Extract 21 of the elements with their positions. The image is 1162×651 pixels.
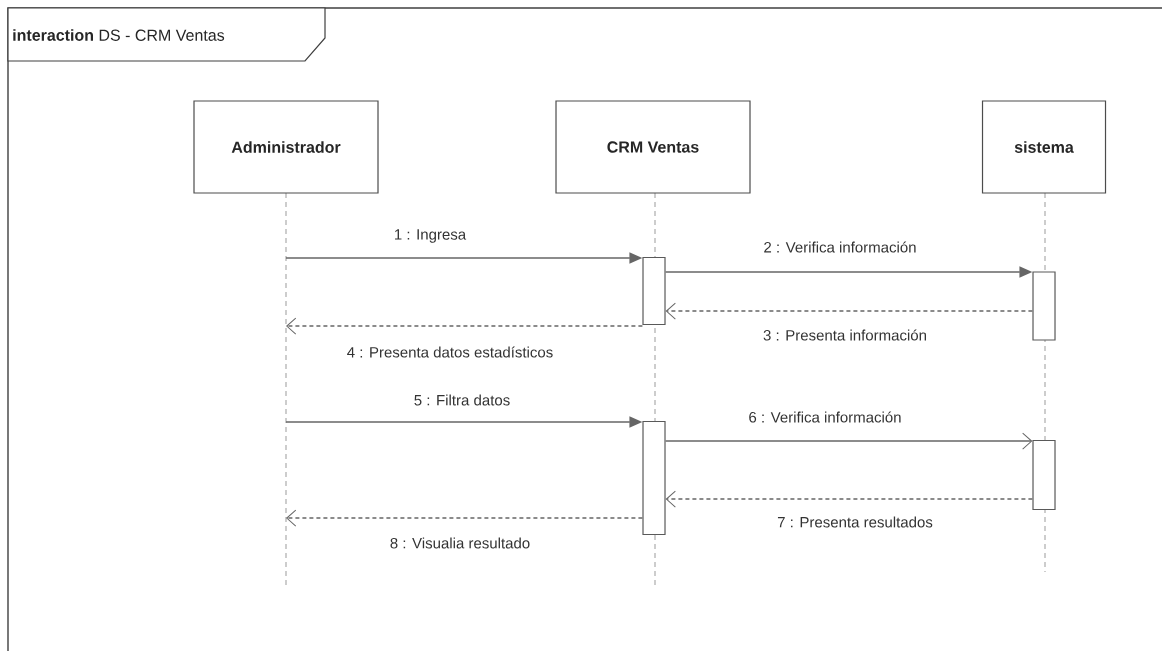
- activation-bar: [642, 420, 666, 536]
- message-label: 3 : Presenta información: [762, 328, 928, 342]
- frame-title: interaction DS - CRM Ventas: [13, 29, 225, 41]
- participant-box: CRM Ventas: [555, 100, 751, 194]
- message-arrow: [664, 432, 1033, 450]
- activation-bar: [642, 256, 666, 326]
- participant-box: sistema: [981, 100, 1107, 194]
- message-arrow: [286, 509, 644, 527]
- message-arrow: [286, 317, 644, 335]
- message-arrow: [665, 302, 1034, 320]
- activation-bar: [1032, 439, 1056, 511]
- participant-box: Administrador: [193, 100, 379, 194]
- message-label: 4 : Presenta datos estadísticos: [345, 345, 555, 359]
- message-arrow: [665, 490, 1034, 508]
- message-label: 7 : Presenta resultados: [776, 515, 934, 529]
- message-label: 1 : Ingresa: [392, 228, 468, 244]
- message-label: 2 : Verifica información: [762, 240, 918, 254]
- message-label: 6 : Verifica información: [747, 410, 903, 424]
- message-label: 8 : Visualia resultado: [388, 536, 532, 550]
- activation-bar: [1032, 271, 1056, 341]
- message-label: 5 : Filtra datos: [412, 393, 512, 407]
